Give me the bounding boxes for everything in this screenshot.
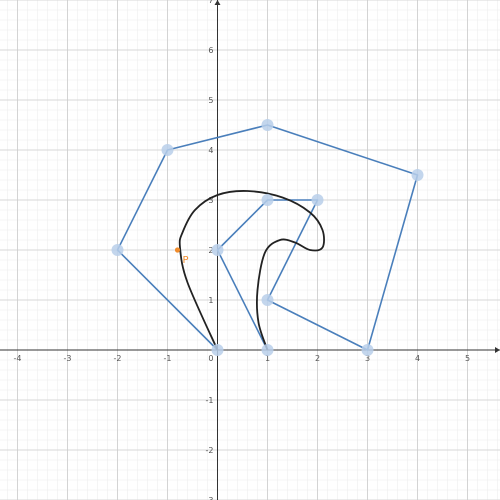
point-p[interactable]: P (174, 247, 189, 266)
vertex-handle[interactable] (261, 119, 274, 131)
vertex-handle[interactable] (261, 194, 274, 206)
y-tick-label: 1 (208, 296, 213, 305)
y-tick-label: -2 (206, 446, 214, 455)
vertex-handle[interactable] (261, 294, 274, 306)
vertex-handle[interactable] (211, 244, 224, 256)
y-tick-label: 2 (208, 246, 213, 255)
x-tick-label: 5 (465, 354, 470, 363)
vertex-handles[interactable] (111, 119, 424, 356)
x-tick-label: -1 (164, 354, 172, 363)
y-tick-label: -3 (206, 496, 214, 500)
vertex-handle[interactable] (411, 169, 424, 181)
curve (178, 190, 325, 351)
y-tick-label: 3 (208, 196, 213, 205)
vertex-handle[interactable] (211, 344, 224, 356)
x-tick-label: 3 (365, 354, 370, 363)
y-tick-label: 5 (208, 96, 213, 105)
vertex-handle[interactable] (311, 194, 324, 206)
curve-path (178, 190, 325, 351)
vertex-handle[interactable] (161, 144, 174, 156)
y-tick-label: -1 (206, 396, 214, 405)
point-p-marker[interactable] (174, 247, 181, 253)
x-tick-label: 4 (415, 354, 420, 363)
y-axis-arrow (214, 0, 221, 5)
y-tick-label: 4 (208, 146, 213, 155)
vertex-handle[interactable] (361, 344, 374, 356)
y-tick-label: 6 (208, 46, 213, 55)
point-p-label: P (183, 255, 189, 266)
tick-labels: -4 -3 -2 -1 1 2 3 4 5 -3 -2 -1 1 2 3 4 5 6 7 0 (14, 0, 471, 500)
vertex-handle[interactable] (111, 244, 124, 256)
vertex-handle[interactable] (261, 344, 274, 356)
x-tick-label: 1 (265, 354, 270, 363)
x-tick-label: -2 (114, 354, 122, 363)
x-axis-arrow (495, 347, 500, 353)
x-tick-label: -3 (64, 354, 72, 363)
origin-label: 0 (208, 354, 213, 363)
x-tick-label: 2 (315, 354, 320, 363)
y-tick-label: 7 (208, 0, 213, 5)
x-tick-label: -4 (14, 354, 22, 363)
